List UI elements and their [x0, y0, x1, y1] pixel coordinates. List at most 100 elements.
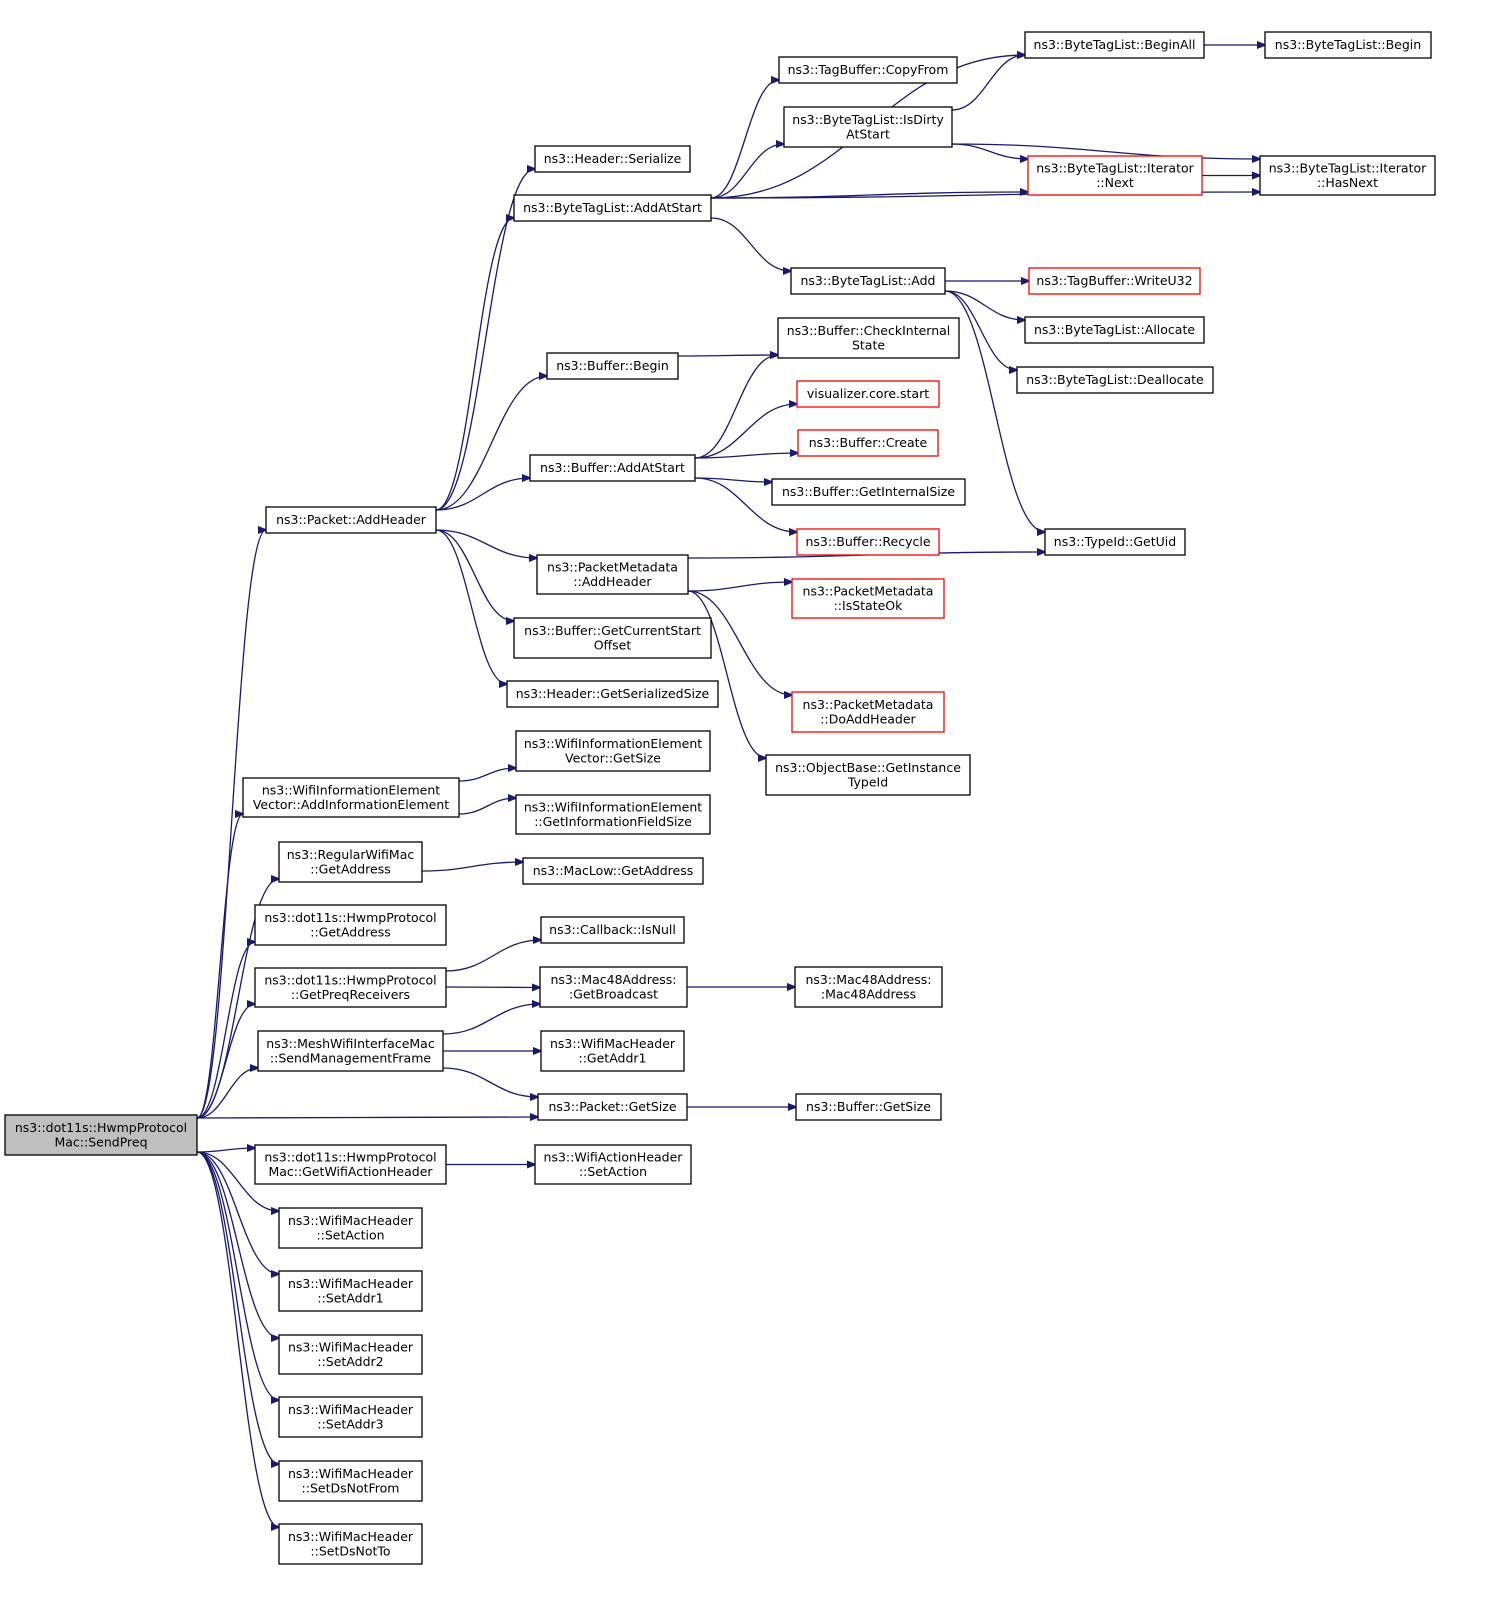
node-box [1044, 528, 1186, 556]
node-packet-getsize[interactable]: ns3::Packet::GetSize [537, 1093, 688, 1121]
node-buffer-begin[interactable]: ns3::Buffer::Begin [546, 352, 679, 380]
node-btl-add[interactable]: ns3::ByteTagList::Add [790, 267, 946, 295]
node-wmh-setdsnotfrom[interactable]: ns3::WifiMacHeader::SetDsNotFrom [278, 1460, 423, 1502]
node-typeid-getuid[interactable]: ns3::TypeId::GetUid [1044, 528, 1186, 556]
node-wmh-getaddr1[interactable]: ns3::WifiMacHeader::GetAddr1 [540, 1030, 685, 1072]
node-btl-addatstart[interactable]: ns3::ByteTagList::AddAtStart [513, 194, 712, 222]
node-label: ns3::dot11s::HwmpProtocol [264, 910, 436, 925]
node-pm-isstateok[interactable]: ns3::PacketMetadata::IsStateOk [791, 578, 945, 619]
node-label: ns3::Callback::IsNull [549, 922, 676, 937]
node-packet-addheader[interactable]: ns3::Packet::AddHeader [265, 506, 437, 534]
node-box [796, 528, 940, 556]
node-label: State [852, 337, 885, 352]
node-wmh-setaddr2[interactable]: ns3::WifiMacHeader::SetAddr2 [278, 1334, 423, 1375]
node-box [278, 1334, 423, 1375]
edge-packet_addheader-to-buffer_begin [435, 376, 547, 511]
edges [196, 45, 1265, 1527]
node-regular-getaddress[interactable]: ns3::RegularWifiMac::GetAddress [278, 841, 423, 883]
node-wmh-setaction[interactable]: ns3::WifiMacHeader::SetAction [278, 1207, 423, 1249]
node-viz-core-start[interactable]: visualizer.core.start [796, 380, 940, 408]
edge-buffer_addatstart-to-viz_core_start [694, 404, 797, 459]
node-box [522, 857, 704, 885]
node-btl-iter-hasnext[interactable]: ns3::ByteTagList::Iterator::HasNext [1259, 155, 1436, 196]
node-hwmp-getpreq[interactable]: ns3::dot11s::HwmpProtocol::GetPreqReceiv… [254, 967, 447, 1008]
node-buffer-create[interactable]: ns3::Buffer::Create [797, 429, 939, 457]
node-mac48-getbroadcast[interactable]: ns3::Mac48Address::GetBroadcast [539, 966, 688, 1008]
edge-buffer_addatstart-to-buffer_checkinternal [694, 355, 778, 459]
node-wmh-setaddr3[interactable]: ns3::WifiMacHeader::SetAddr3 [278, 1396, 423, 1438]
node-box [1016, 366, 1214, 394]
node-box [278, 1460, 423, 1502]
node-label: ::AddHeader [573, 574, 652, 589]
node-label: :GetBroadcast [569, 986, 658, 1001]
node-wie-getsize[interactable]: ns3::WifiInformationElementVector::GetSi… [515, 730, 711, 772]
node-wah-setaction[interactable]: ns3::WifiActionHeader::SetAction [534, 1144, 692, 1185]
node-tagbuffer-copyfrom[interactable]: ns3::TagBuffer::CopyFrom [778, 56, 958, 84]
node-label: ns3::ObjectBase::GetInstance [775, 760, 961, 775]
node-box [791, 578, 945, 619]
edge-sendpreq-to-wifi_ie_add [196, 814, 243, 1119]
node-label: ns3::Buffer::GetCurrentStart [524, 623, 701, 638]
edge-sendpreq-to-mesh_sendmgmt [196, 1068, 258, 1119]
node-box [1027, 155, 1203, 196]
node-hwmp-getaddress[interactable]: ns3::dot11s::HwmpProtocol::GetAddress [254, 904, 447, 946]
node-label: ns3::Buffer::GetSize [806, 1099, 931, 1114]
edge-btl_addatstart-to-btl_isdirty [710, 144, 784, 199]
node-btl-iter-next[interactable]: ns3::ByteTagList::Iterator::Next [1027, 155, 1203, 196]
node-pm-doaddheader[interactable]: ns3::PacketMetadata::DoAddHeader [791, 691, 945, 733]
node-callback-isnull[interactable]: ns3::Callback::IsNull [540, 916, 685, 944]
edge-regular_getaddress-to-maclow_getaddress [421, 862, 523, 872]
node-mesh-sendmgmt[interactable]: ns3::MeshWifiInterfaceMac::SendManagemen… [257, 1030, 444, 1072]
node-wifi-ie-add[interactable]: ns3::WifiInformationElementVector::AddIn… [242, 777, 460, 818]
node-header-getsersize[interactable]: ns3::Header::GetSerializedSize [506, 680, 719, 708]
node-header-serialize[interactable]: ns3::Header::Serialize [534, 145, 691, 173]
edge-packet_addheader-to-header_serialize [435, 169, 535, 511]
node-pm-addheader[interactable]: ns3::PacketMetadata::AddHeader [536, 554, 689, 595]
node-buffer-getsize[interactable]: ns3::Buffer::GetSize [795, 1093, 942, 1121]
edge-sendpreq-to-wmh_setaddr2 [196, 1151, 279, 1338]
node-wie-getinfofieldsize[interactable]: ns3::WifiInformationElement::GetInformat… [515, 794, 711, 835]
node-btl-deallocate[interactable]: ns3::ByteTagList::Deallocate [1016, 366, 1214, 394]
node-btl-allocate[interactable]: ns3::ByteTagList::Allocate [1024, 316, 1205, 344]
node-box [4, 1114, 198, 1156]
node-label: ns3::PacketMetadata [803, 583, 934, 598]
node-label: ns3::WifiInformationElement [262, 782, 440, 797]
node-box [513, 617, 712, 659]
node-label: ns3::dot11s::HwmpProtocol [264, 1149, 436, 1164]
node-box [278, 1270, 423, 1312]
edge-sendpreq-to-wmh_setaction [196, 1151, 279, 1211]
node-box [795, 1093, 942, 1121]
node-buffer-addatstart[interactable]: ns3::Buffer::AddAtStart [529, 454, 696, 482]
node-label: Mac::SendPreq [54, 1134, 147, 1149]
node-tagbuffer-writeu32[interactable]: ns3::TagBuffer::WriteU32 [1028, 267, 1201, 295]
node-btl-beginall[interactable]: ns3::ByteTagList::BeginAll [1024, 31, 1205, 59]
node-label: ns3::MacLow::GetAddress [533, 863, 694, 878]
node-box [540, 916, 685, 944]
node-buffer-getinternalsize[interactable]: ns3::Buffer::GetInternalSize [771, 478, 966, 506]
node-box [1024, 31, 1205, 59]
node-wmh-setaddr1[interactable]: ns3::WifiMacHeader::SetAddr1 [278, 1270, 423, 1312]
node-box [1264, 31, 1432, 59]
node-box [278, 1523, 423, 1565]
node-box [254, 904, 447, 946]
node-maclow-getaddress[interactable]: ns3::MacLow::GetAddress [522, 857, 704, 885]
node-label: Vector::AddInformationElement [253, 797, 449, 812]
node-mac48-mac48[interactable]: ns3::Mac48Address::Mac48Address [794, 966, 943, 1008]
node-box [791, 691, 945, 733]
node-label: ns3::ByteTagList::Deallocate [1026, 372, 1204, 387]
node-label: ns3::WifiInformationElement [524, 736, 702, 751]
node-label: ::Next [1096, 175, 1134, 190]
node-box [546, 352, 679, 380]
edge-packet_addheader-to-pm_addheader [435, 529, 537, 558]
node-label: ns3::Mac48Address: [805, 972, 931, 987]
node-wmh-setdsnotto[interactable]: ns3::WifiMacHeader::SetDsNotTo [278, 1523, 423, 1565]
node-btl-begin[interactable]: ns3::ByteTagList::Begin [1264, 31, 1432, 59]
node-buffer-recycle[interactable]: ns3::Buffer::Recycle [796, 528, 940, 556]
node-hwmpmac-getaction[interactable]: ns3::dot11s::HwmpProtocolMac::GetWifiAct… [254, 1144, 447, 1185]
